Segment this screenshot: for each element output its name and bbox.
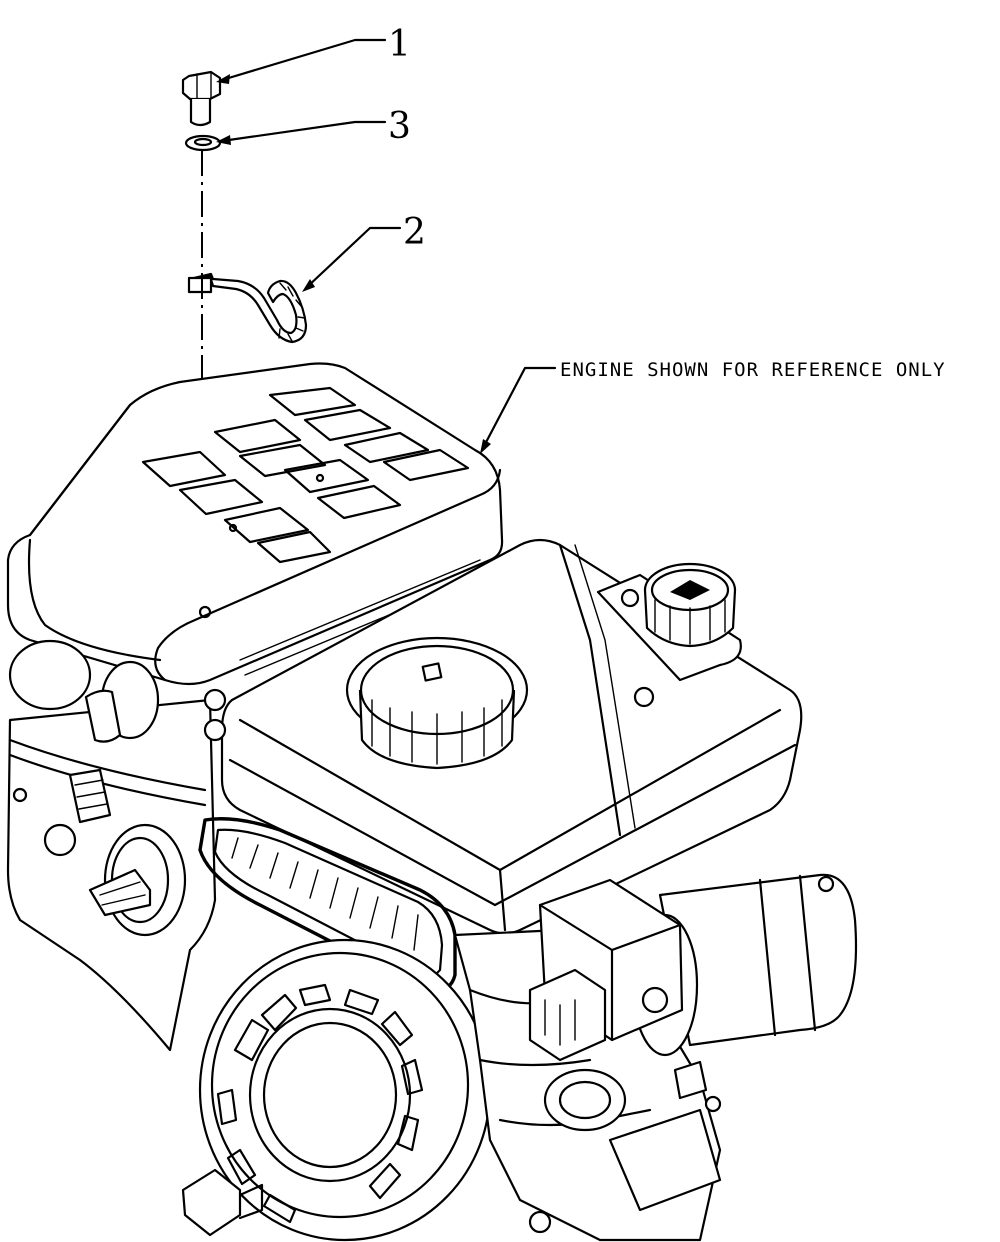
leader-lines [220,38,557,450]
callout-label-1: 1 [388,24,411,65]
callout-label-3: 3 [388,106,411,147]
leader-arrowheads [216,74,491,454]
engine-reference-drawing [6,362,858,1242]
reference-note: ENGINE SHOWN FOR REFERENCE ONLY [560,359,946,381]
bolt-part [181,70,222,127]
washer-part [184,134,222,152]
clip-part [187,272,308,344]
callout-label-2: 2 [403,212,426,253]
